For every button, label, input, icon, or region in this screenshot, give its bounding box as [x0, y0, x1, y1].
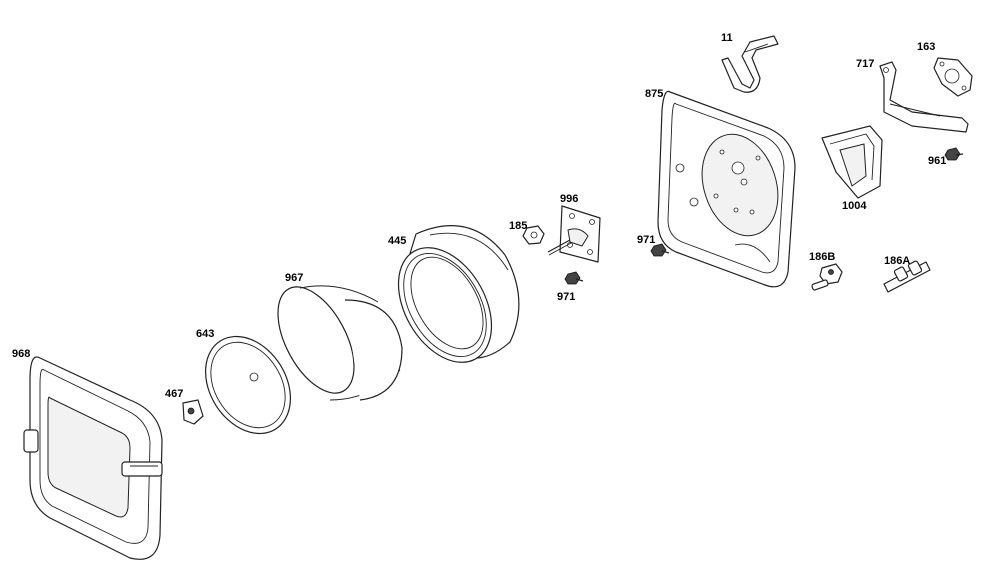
part-1004-duct[interactable] — [821, 125, 883, 199]
label-185: 185 — [509, 220, 527, 232]
part-467-knob[interactable] — [182, 399, 204, 425]
part-717-bracket[interactable] — [879, 61, 969, 133]
label-971-base: 971 — [637, 234, 655, 246]
label-445: 445 — [388, 235, 406, 247]
label-996: 996 — [560, 193, 578, 205]
label-11: 11 — [721, 32, 733, 44]
part-961-screw[interactable] — [944, 147, 964, 161]
label-1004: 1004 — [842, 200, 867, 212]
label-163: 163 — [917, 41, 935, 53]
label-968: 968 — [12, 348, 30, 360]
part-967-pre-filter[interactable] — [262, 275, 403, 406]
label-467: 467 — [165, 388, 183, 400]
part-996-bracket[interactable] — [547, 205, 601, 263]
part-875-air-filter-base[interactable] — [657, 90, 796, 288]
part-163-gasket[interactable] — [933, 57, 973, 97]
label-643: 643 — [196, 328, 214, 340]
part-11-breather-tube[interactable] — [721, 35, 779, 93]
part-971-screw-base[interactable] — [650, 243, 670, 257]
label-717: 717 — [856, 58, 874, 70]
part-968-air-filter-cover[interactable] — [23, 356, 163, 560]
part-445-filter-element[interactable] — [379, 225, 520, 379]
label-186a: 186A — [884, 255, 910, 267]
part-971-screw-bracket[interactable] — [564, 271, 584, 285]
part-186b-fitting[interactable] — [811, 263, 843, 291]
label-186b: 186B — [809, 251, 835, 263]
part-643-plate[interactable] — [188, 321, 308, 449]
label-961: 961 — [928, 155, 946, 167]
label-875: 875 — [645, 88, 663, 100]
label-967: 967 — [285, 272, 303, 284]
part-185-nut[interactable] — [522, 225, 545, 245]
part-186a-tube-fitting[interactable] — [883, 260, 931, 293]
label-971-bracket: 971 — [557, 291, 575, 303]
